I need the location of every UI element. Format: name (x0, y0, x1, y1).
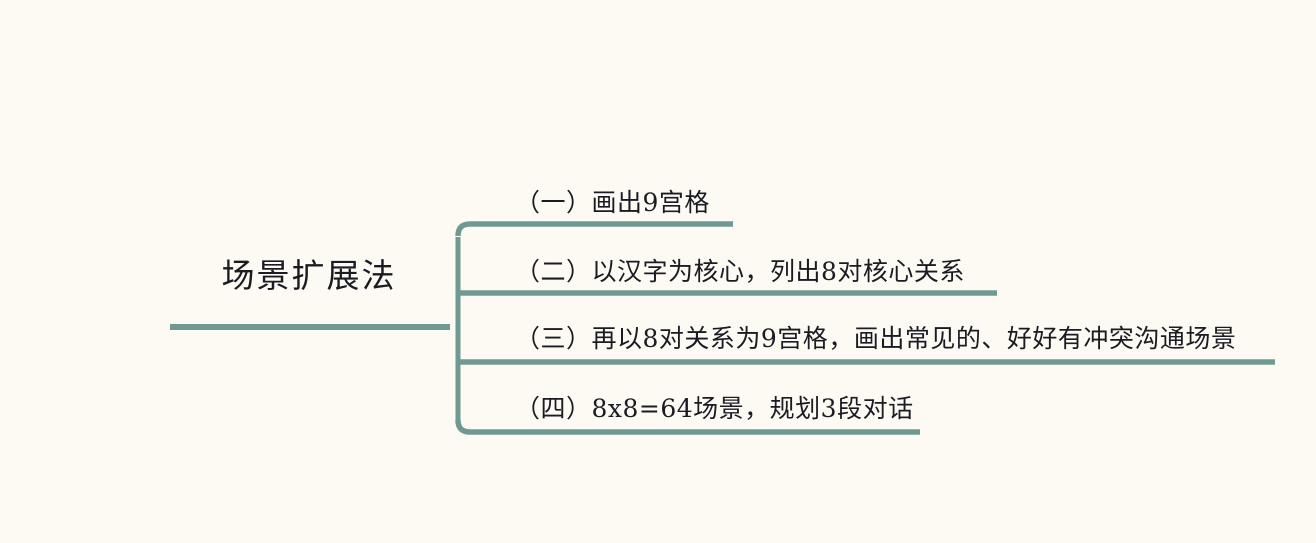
root-node[interactable]: 场景扩展法 (170, 252, 448, 328)
branch-label-3: （三）再以8对关系为9宫格，画出常见的、好好有冲突沟通场景 (515, 324, 1237, 353)
branch-label-2: （二）以汉字为核心，列出8对核心关系 (515, 257, 965, 286)
branch-connector-1 (455, 221, 733, 237)
root-node-label: 场景扩展法 (221, 256, 397, 295)
branch-label-1: （一）画出9宫格 (515, 188, 710, 217)
branch-label-4: （四）8x8=64场景，规划3段对话 (515, 394, 914, 423)
